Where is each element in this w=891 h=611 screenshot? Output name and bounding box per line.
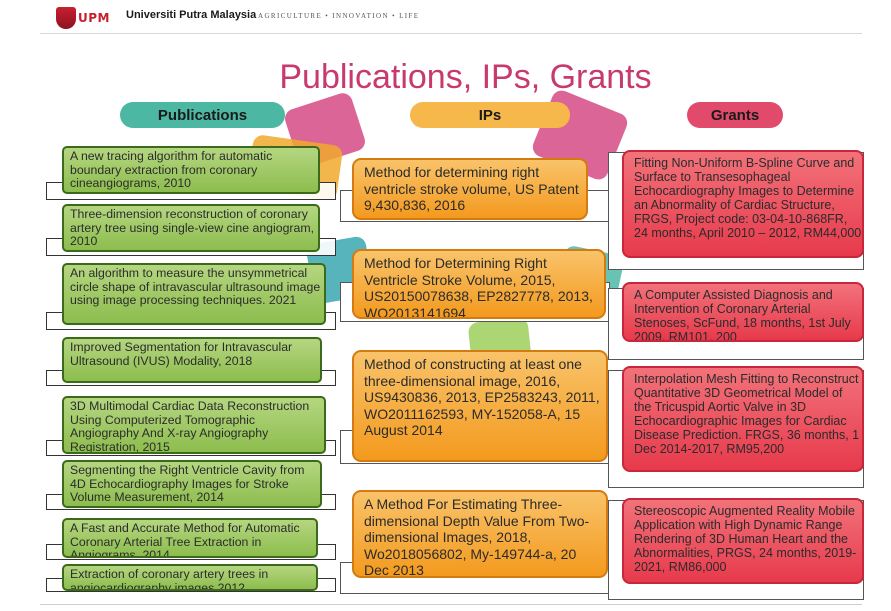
grant-item: A Computer Assisted Diagnosis and Interv… <box>622 282 864 342</box>
slide-title: Publications, IPs, Grants <box>279 58 652 96</box>
logo-text: UPM <box>78 11 110 25</box>
tagline: AGRICULTURE • INNOVATION • LIFE <box>258 12 420 20</box>
publication-item: A Fast and Accurate Method for Automatic… <box>62 518 318 558</box>
publication-item: Three-dimension reconstruction of corona… <box>62 204 320 252</box>
ip-item: Method for Determining Right Ventricle S… <box>352 249 606 319</box>
publications-heading: Publications <box>120 102 285 128</box>
slide-header: UPM Universiti Putra Malaysia AGRICULTUR… <box>40 0 862 34</box>
grant-item: Fitting Non-Uniform B-Spline Curve and S… <box>622 150 864 258</box>
publication-item: Extraction of coronary artery trees in a… <box>62 564 318 591</box>
publication-item: 3D Multimodal Cardiac Data Reconstructio… <box>62 396 326 454</box>
ip-item: Method of constructing at least one thre… <box>352 350 608 462</box>
publication-item: Improved Segmentation for Intravascular … <box>62 337 322 383</box>
publication-item: A new tracing algorithm for automatic bo… <box>62 146 320 194</box>
university-name: Universiti Putra Malaysia <box>126 9 257 21</box>
publication-item: Segmenting the Right Ventricle Cavity fr… <box>62 460 322 508</box>
grant-item: Stereoscopic Augmented Reality Mobile Ap… <box>622 498 864 584</box>
ip-item: A Method For Estimating Three-dimensiona… <box>352 490 608 578</box>
ips-heading: IPs <box>410 102 570 128</box>
upm-logo: UPM <box>56 6 118 30</box>
grant-item: Interpolation Mesh Fitting to Reconstruc… <box>622 366 864 472</box>
grants-heading: Grants <box>687 102 783 128</box>
crest-icon <box>56 7 76 29</box>
slide-divider <box>40 604 862 605</box>
ip-item: Method for determining right ventricle s… <box>352 158 588 220</box>
publication-item: An algorithm to measure the unsymmetrica… <box>62 263 326 325</box>
